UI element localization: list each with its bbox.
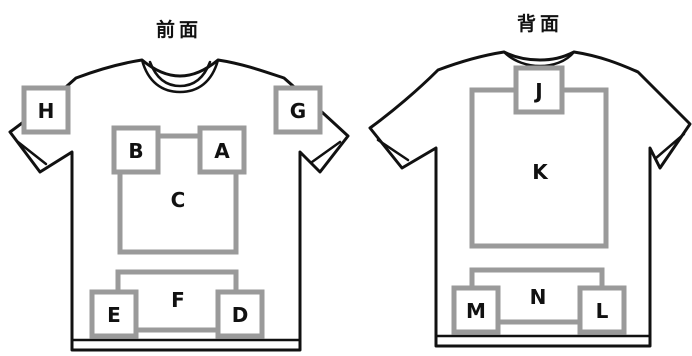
back-zone-N-label: N bbox=[530, 285, 547, 309]
front-zone-B-label: B bbox=[128, 139, 143, 163]
front-zone-D-box bbox=[215, 289, 265, 339]
front-zone-A-label: A bbox=[214, 139, 230, 163]
back-shirt-body bbox=[368, 50, 692, 348]
front-zone-F-label: F bbox=[171, 288, 185, 312]
front-zone-C-label: C bbox=[171, 188, 186, 212]
back-zone-M-label: M bbox=[466, 299, 486, 323]
back-zone-L-box bbox=[577, 285, 627, 335]
front-zone-H-box bbox=[21, 85, 71, 135]
front-view-title: 前面 bbox=[156, 18, 202, 41]
front-left-sleeve-hem bbox=[16, 140, 48, 166]
back-shirt-icon bbox=[368, 50, 692, 348]
front-collar-inner bbox=[148, 60, 212, 88]
back-left-sleeve-hem bbox=[376, 138, 410, 162]
front-view: 前面 C F A B D E G H bbox=[8, 18, 350, 352]
back-right-sleeve-hem bbox=[654, 132, 686, 160]
back-zone-J-label: J bbox=[533, 79, 542, 103]
front-zone-B-box bbox=[111, 125, 161, 175]
front-right-sleeve-hem bbox=[310, 140, 342, 164]
front-zone-H-label: H bbox=[38, 99, 55, 123]
front-zone-E-label: E bbox=[107, 303, 121, 327]
front-zone-D-label: D bbox=[232, 303, 249, 327]
front-zone-E-box bbox=[89, 289, 139, 339]
front-zone-C-frame bbox=[117, 133, 239, 255]
back-zone-M-box bbox=[451, 285, 501, 335]
back-zone-K-label: K bbox=[532, 160, 549, 184]
back-zone-J-box bbox=[513, 65, 565, 115]
back-zone-L-label: L bbox=[596, 299, 609, 323]
back-view-title: 背面 bbox=[517, 12, 563, 35]
front-zone-G-box bbox=[273, 85, 323, 135]
front-zone-A-box bbox=[197, 125, 247, 175]
front-collar-outer bbox=[140, 58, 220, 94]
front-zone-G-label: G bbox=[290, 99, 306, 123]
back-view: 背面 K N J M L bbox=[368, 12, 692, 348]
